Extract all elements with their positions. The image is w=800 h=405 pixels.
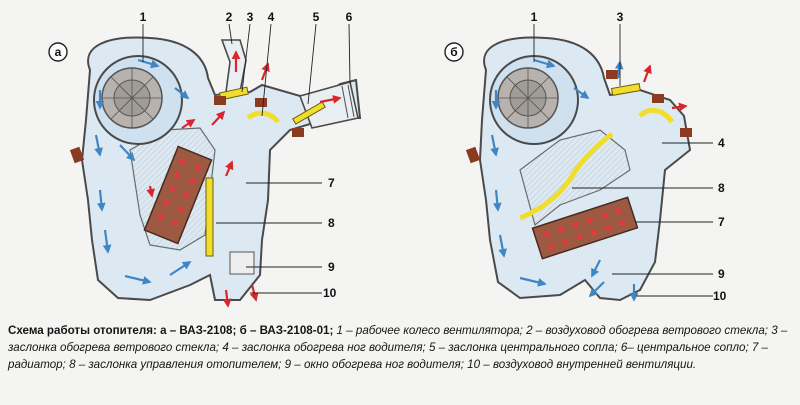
- label-a-7: 7: [328, 176, 335, 190]
- leader-lines-b: [533, 24, 713, 297]
- heater-control-flap: [205, 177, 214, 257]
- center-nozzle-flap: [292, 101, 326, 125]
- label-a-5: 5: [313, 10, 320, 24]
- mounting-tabs: [465, 70, 692, 164]
- driver-foot-flap: [638, 107, 675, 124]
- windshield-duct: [220, 39, 247, 93]
- heater-control-flap: [519, 132, 614, 221]
- label-a-1: 1: [140, 10, 147, 24]
- radiator: [143, 145, 213, 245]
- label-a-10: 10: [323, 286, 337, 300]
- label-a-9: 9: [328, 260, 335, 274]
- radiator: [531, 196, 639, 260]
- panel-b-marker: [444, 42, 464, 62]
- panel-a: а: [48, 10, 362, 308]
- fan-blades: [102, 68, 162, 128]
- heater-schematic: а: [48, 10, 727, 308]
- figure-caption: Схема работы отопителя: а – ВАЗ-2108; б …: [8, 322, 794, 373]
- label-b-3: 3: [617, 10, 624, 24]
- nozzle-slats: [341, 84, 355, 119]
- label-b-9: 9: [718, 267, 725, 281]
- driver-foot-flap: [246, 110, 280, 124]
- label-a-6: 6: [346, 10, 353, 24]
- airflow-warm: [642, 64, 688, 112]
- radiator-cores: [544, 207, 626, 250]
- central-nozzle: [298, 81, 359, 129]
- radiator-cores: [157, 158, 201, 227]
- label-b-8: 8: [718, 181, 725, 195]
- label-a-2: 2: [226, 10, 233, 24]
- leader-lines-a: [142, 23, 351, 294]
- panel-a-marker: [48, 42, 68, 62]
- panel-b-letter: б: [450, 45, 457, 59]
- label-b-10: 10: [713, 289, 727, 303]
- foot-window: [229, 251, 255, 275]
- windshield-flap: [610, 83, 641, 96]
- label-a-4: 4: [268, 10, 275, 24]
- label-b-4: 4: [718, 136, 725, 150]
- caption-legend: 1 – рабочее колесо вентилятора; 2 – возд…: [8, 324, 788, 371]
- caption-lead: Схема работы отопителя: а – ВАЗ-2108; б …: [8, 324, 334, 337]
- label-a-8: 8: [328, 216, 335, 230]
- label-a-3: 3: [247, 10, 254, 24]
- panel-a-letter: а: [55, 45, 62, 59]
- label-b-1: 1: [531, 10, 538, 24]
- airflow-cold: [94, 58, 192, 285]
- fan-blades: [498, 68, 558, 128]
- panel-b: б: [444, 10, 727, 303]
- label-b-7: 7: [718, 215, 725, 229]
- mounting-tabs: [69, 96, 304, 164]
